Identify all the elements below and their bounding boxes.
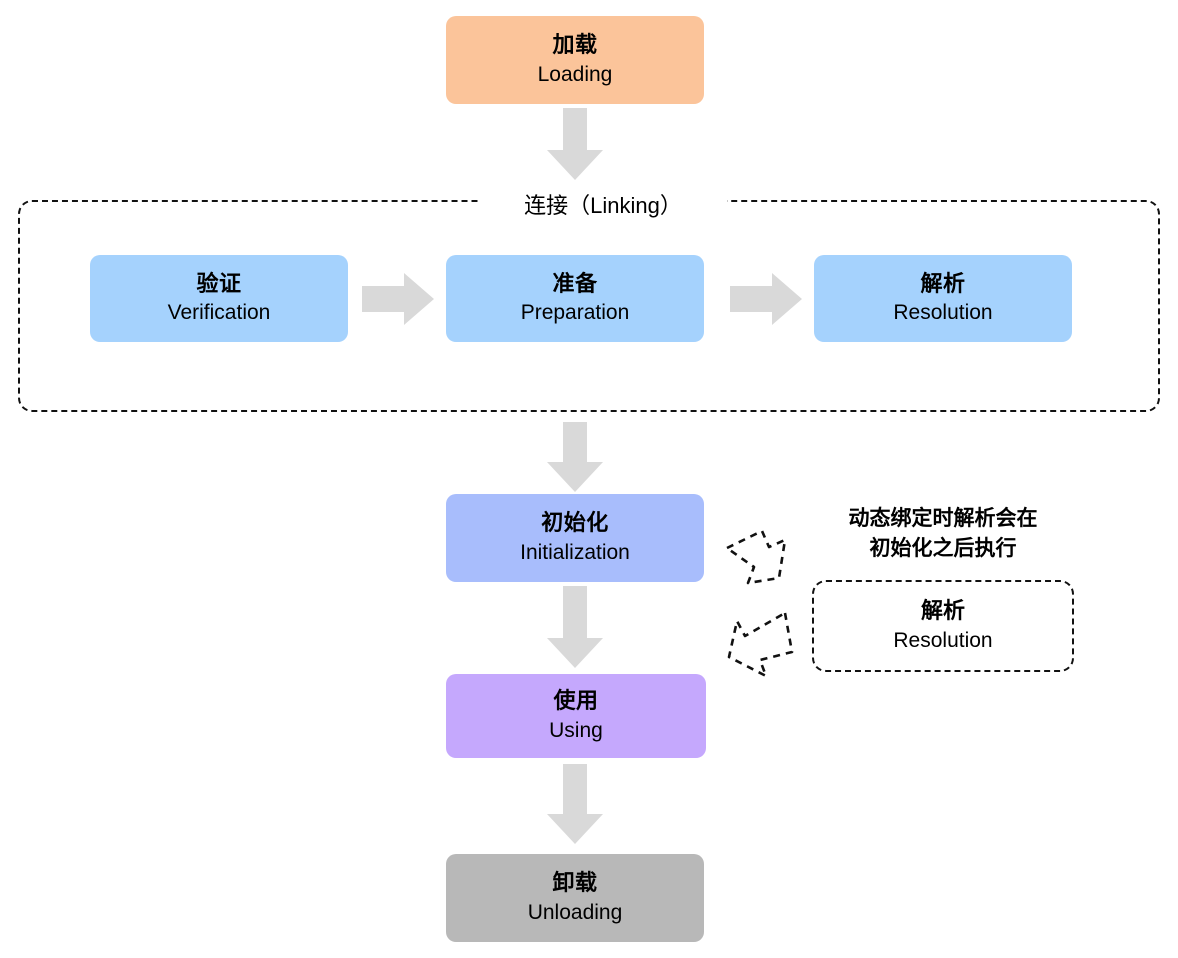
annotation-dynamic-binding: 动态绑定时解析会在 初始化之后执行 (848, 507, 1038, 560)
node-loading-label-cn: 加载 (552, 32, 598, 58)
node-using-label-cn: 使用 (553, 688, 599, 714)
node-preparation-label-en: Preparation (520, 301, 630, 325)
node-initialization-label-en: Initialization (520, 540, 630, 564)
node-resolution-label-cn: 解析 (920, 270, 966, 296)
node-initialization[interactable]: 初始化 Initialization (446, 494, 704, 582)
node-preparation-label-cn: 准备 (552, 270, 598, 296)
node-unloading-label-en: Unloading (527, 900, 623, 924)
group-linking-label: 连接（Linking） (479, 188, 727, 220)
node-using[interactable]: 使用 Using (446, 674, 706, 758)
arrow-initialization-to-using (547, 586, 603, 668)
node-resolution-label-en: Resolution (893, 301, 993, 325)
node-preparation[interactable]: 准备 Preparation (446, 255, 704, 342)
dashed-arrow-initialization-to-resolution (725, 529, 787, 585)
node-loading-label-en: Loading (537, 62, 613, 86)
arrow-linking-to-initialization (547, 422, 603, 492)
node-verification-label-cn: 验证 (196, 270, 242, 296)
node-resolution-late-label-cn: 解析 (920, 598, 965, 624)
node-resolution-late[interactable]: 解析 Resolution (812, 580, 1074, 672)
node-verification[interactable]: 验证 Verification (90, 255, 348, 342)
node-resolution-late-label-en: Resolution (893, 628, 993, 652)
node-using-label-en: Using (549, 718, 603, 742)
arrow-using-to-unloading (547, 764, 603, 844)
node-verification-label-en: Verification (167, 301, 271, 325)
dashed-arrow-resolution-to-using (727, 611, 794, 678)
node-unloading[interactable]: 卸载 Unloading (446, 854, 704, 942)
node-loading[interactable]: 加载 Loading (446, 16, 704, 104)
node-initialization-label-cn: 初始化 (541, 510, 609, 536)
node-unloading-label-cn: 卸载 (552, 870, 598, 896)
arrow-loading-to-linking (547, 108, 603, 180)
node-resolution[interactable]: 解析 Resolution (814, 255, 1072, 342)
